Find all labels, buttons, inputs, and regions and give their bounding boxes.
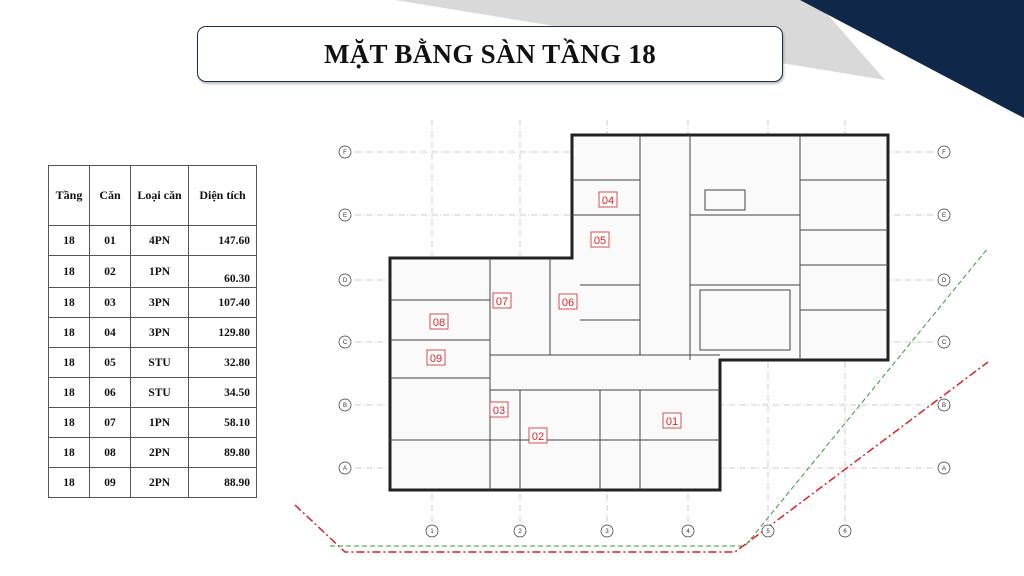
title-box: MẶT BẰNG SÀN TẦNG 18 [197, 26, 783, 82]
unit-label-09: 09 [426, 349, 446, 366]
row-axis-F: F [338, 145, 352, 159]
row-axis-A: A [937, 461, 951, 475]
row-axis-B: B [937, 398, 951, 412]
svg-text:08: 08 [433, 317, 445, 329]
cell-type: 3PN [130, 287, 189, 318]
cell-unit: 09 [89, 467, 131, 498]
row-axis-B: B [338, 398, 352, 412]
col-axis-4: 4 [681, 524, 695, 538]
row-axis-C: C [937, 335, 951, 349]
col-axis-2: 2 [513, 524, 527, 538]
cell-unit: 07 [89, 407, 131, 438]
unit-label-02: 02 [528, 427, 548, 444]
unit-label-03: 03 [489, 401, 509, 418]
cell-unit: 08 [89, 437, 131, 468]
svg-text:F: F [942, 150, 946, 156]
svg-text:09: 09 [430, 353, 442, 365]
header-floor: Tầng [48, 165, 90, 226]
unit-label-06: 06 [558, 293, 578, 310]
svg-text:2: 2 [518, 529, 522, 535]
svg-text:D: D [343, 278, 348, 284]
svg-text:3: 3 [605, 529, 609, 535]
row-axis-E: E [338, 208, 352, 222]
cell-area: 129.80 [188, 317, 257, 348]
row-axis-D: D [937, 273, 951, 287]
row-axis-E: E [937, 208, 951, 222]
svg-text:A: A [343, 466, 347, 472]
col-axis-1: 1 [425, 524, 439, 538]
cell-area: 34.50 [188, 377, 257, 408]
svg-text:4: 4 [686, 529, 690, 535]
unit-label-05: 05 [590, 231, 610, 248]
unit-label-08: 08 [429, 313, 449, 330]
cell-type: 2PN [130, 437, 189, 468]
cell-type: 4PN [130, 225, 189, 256]
cell-area: 58.10 [188, 407, 257, 438]
cell-floor: 18 [48, 287, 90, 318]
unit-label-04: 04 [598, 191, 618, 208]
cell-floor: 18 [48, 407, 90, 438]
svg-text:06: 06 [562, 297, 574, 309]
col-axis-6: 6 [838, 524, 852, 538]
cell-type: 2PN [130, 467, 189, 498]
svg-text:D: D [942, 278, 947, 284]
cell-area: 32.80 [188, 347, 257, 378]
col-axis-5: 5 [761, 524, 775, 538]
svg-text:E: E [343, 213, 347, 219]
cell-floor: 18 [48, 377, 90, 408]
cell-unit: 03 [89, 287, 131, 318]
svg-text:C: C [942, 340, 947, 346]
row-axis-F: F [937, 145, 951, 159]
cell-floor: 18 [48, 347, 90, 378]
svg-text:1: 1 [430, 529, 434, 535]
cell-floor: 18 [48, 225, 90, 256]
building-outline [388, 133, 890, 492]
navy-accent-shape [800, 0, 1024, 118]
svg-text:01: 01 [666, 416, 678, 428]
svg-text:6: 6 [843, 529, 847, 535]
unit-label-07: 07 [492, 292, 512, 309]
svg-text:07: 07 [496, 296, 508, 308]
unit-label-01: 01 [662, 412, 682, 429]
svg-text:B: B [942, 403, 946, 409]
cell-type: 1PN [130, 407, 189, 438]
cell-type: STU [130, 377, 189, 408]
cell-area: 107.40 [188, 287, 257, 318]
svg-text:C: C [343, 340, 348, 346]
svg-text:05: 05 [594, 235, 606, 247]
site-boundary-red [294, 361, 989, 553]
row-axis-C: C [338, 335, 352, 349]
cell-floor: 18 [48, 317, 90, 348]
row-axis-A: A [338, 461, 352, 475]
svg-text:04: 04 [602, 195, 614, 207]
svg-text:5: 5 [766, 529, 770, 535]
svg-text:03: 03 [493, 405, 505, 417]
row-axis-D: D [338, 273, 352, 287]
cell-area: 88.90 [188, 467, 257, 498]
col-axis-3: 3 [600, 524, 614, 538]
cell-area: 147.60 [188, 225, 257, 256]
svg-text:A: A [942, 466, 946, 472]
svg-text:B: B [343, 403, 347, 409]
svg-text:02: 02 [532, 431, 544, 443]
svg-text:E: E [942, 213, 946, 219]
cell-area: 60.30 [188, 255, 257, 288]
interior-walls [390, 135, 888, 490]
site-boundary-green [330, 247, 989, 547]
page-title: MẶT BẰNG SÀN TẦNG 18 [323, 38, 657, 69]
svg-text:F: F [343, 150, 347, 156]
